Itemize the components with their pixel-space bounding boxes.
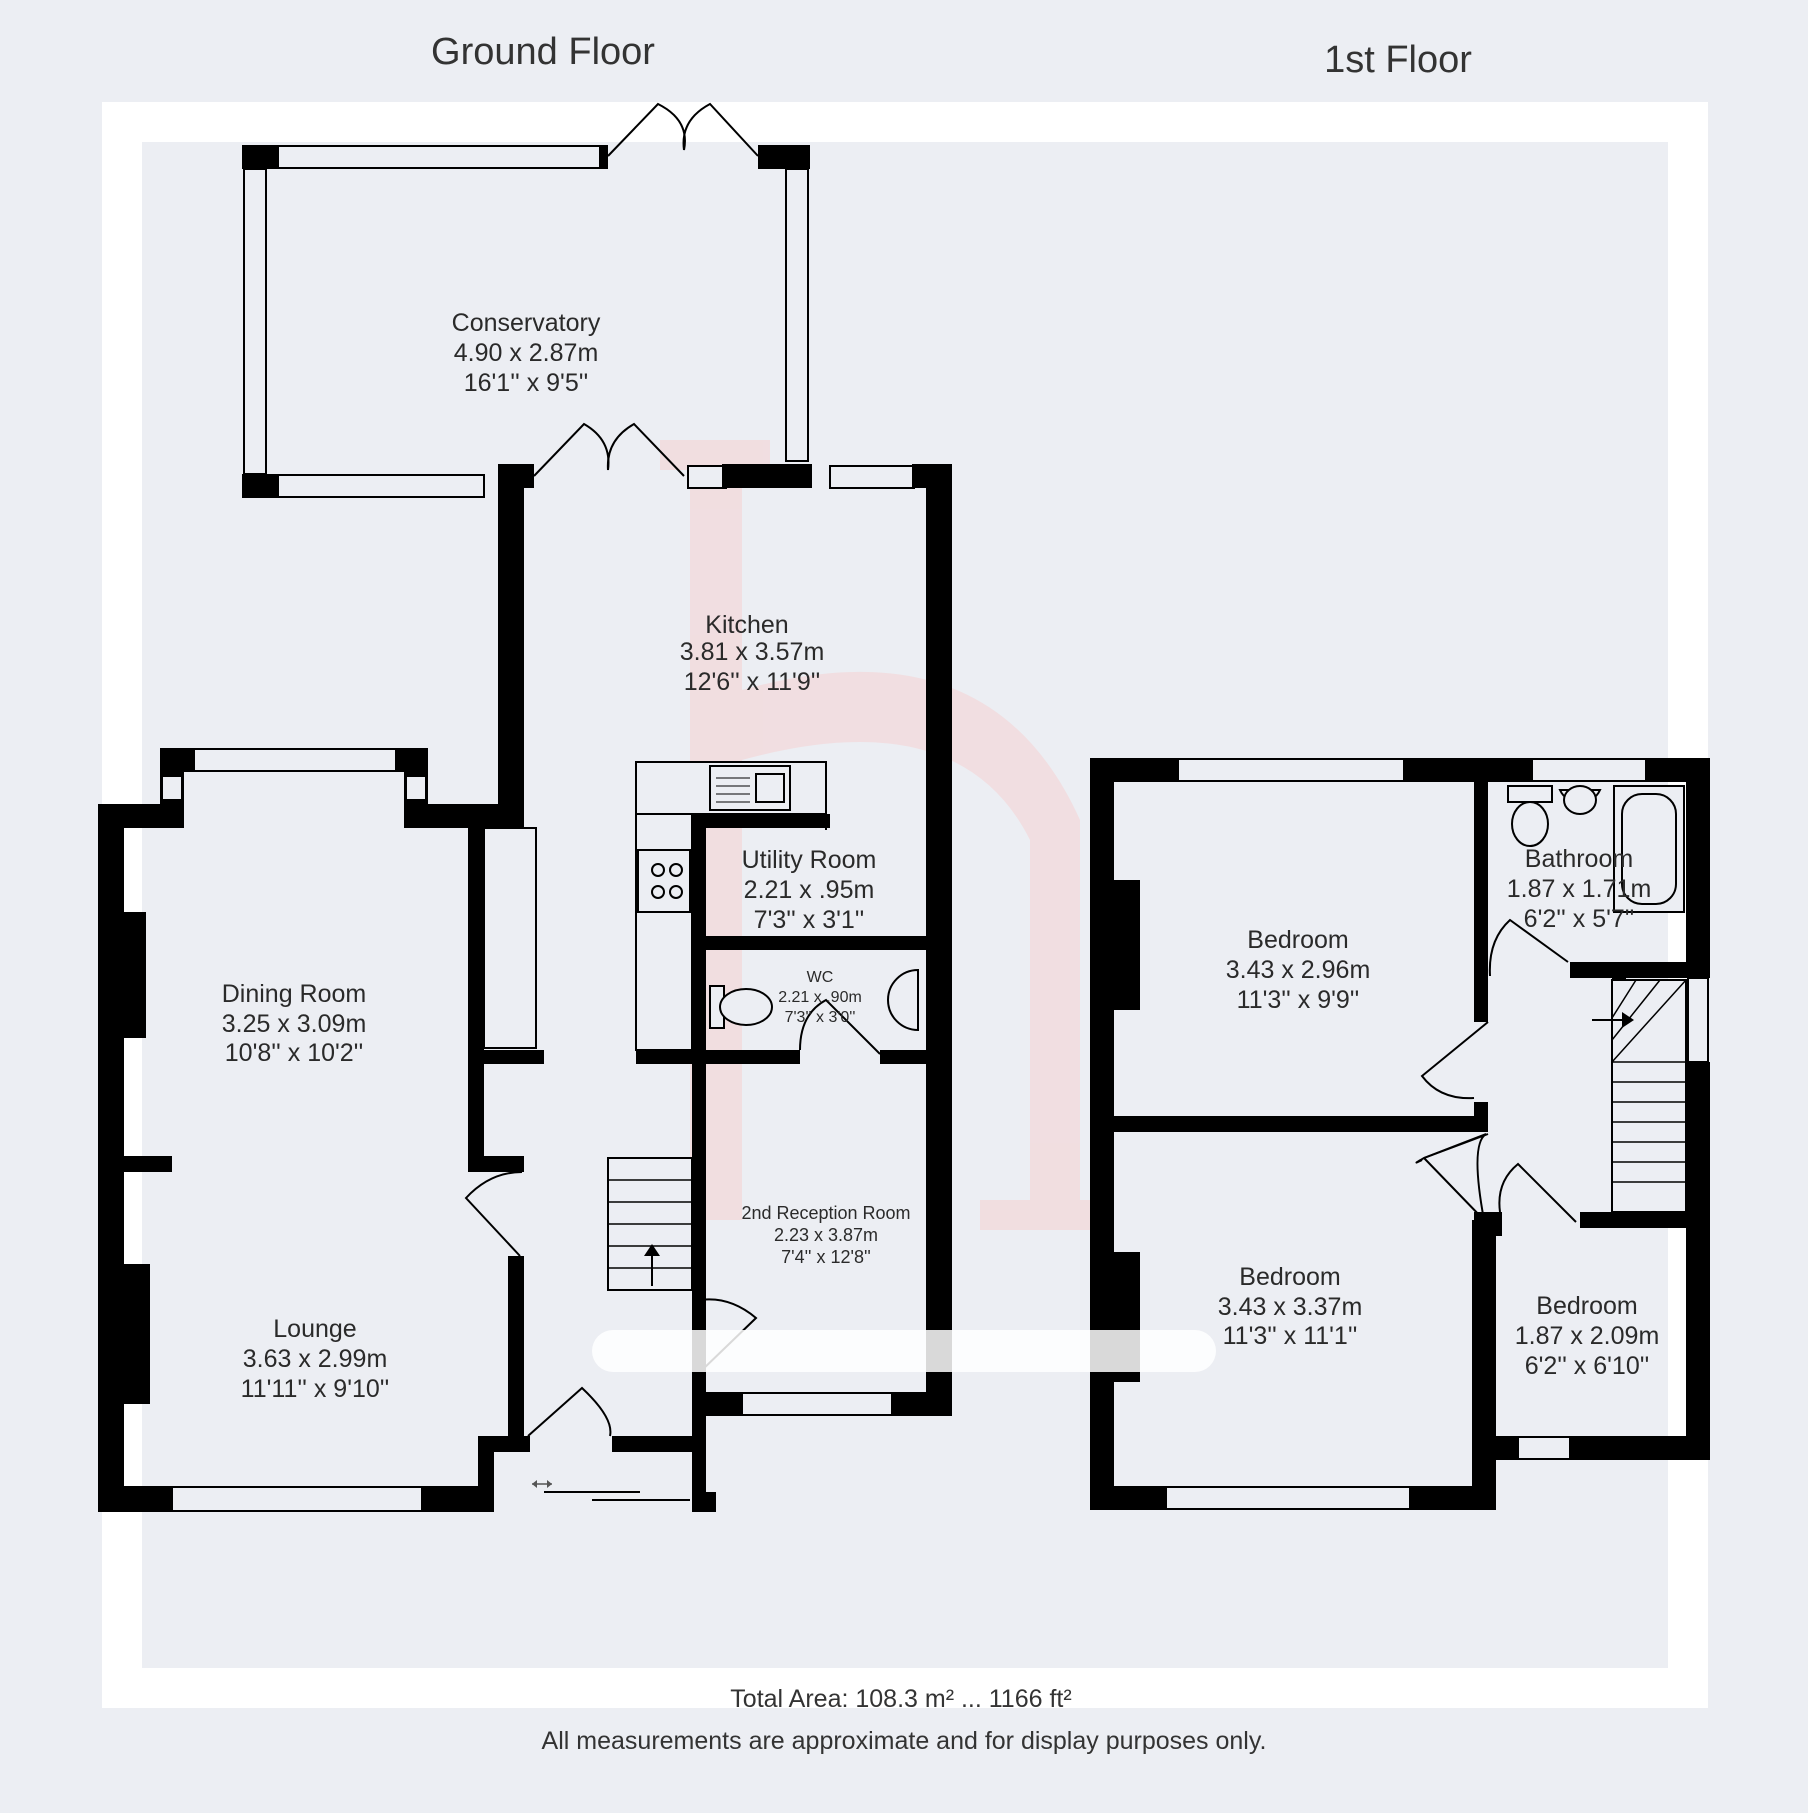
wc-basin	[887, 968, 919, 1032]
svg-text:3.43 x 2.96m: 3.43 x 2.96m	[1226, 956, 1371, 984]
room-2nd-reception: 2nd Reception Room 2.23 x 3.87m 7'4'' x …	[741, 1203, 910, 1267]
bathroom-toilet	[1507, 785, 1553, 803]
arrow-right-icon	[1592, 1012, 1634, 1028]
svg-text:Bathroom: Bathroom	[1525, 845, 1633, 873]
svg-text:11'11'' x 9'10'': 11'11'' x 9'10''	[241, 1375, 390, 1403]
room-utility: Utility Room 2.21 x .95m 7'3'' x 3'1''	[742, 846, 877, 934]
arrow-up-icon	[644, 1244, 660, 1286]
room-bathroom: Bathroom 1.87 x 1.71m 6'2'' x 5'7''	[1507, 845, 1652, 933]
svg-text:11'3'' x 11'1'': 11'3'' x 11'1''	[1223, 1322, 1358, 1350]
first-floor-walls	[1090, 758, 1710, 1510]
svg-text:1.87 x 2.09m: 1.87 x 2.09m	[1515, 1322, 1660, 1350]
svg-text:16'1'' x 9'5'': 16'1'' x 9'5''	[464, 369, 589, 397]
svg-text:3.81 x 3.57m: 3.81 x 3.57m	[680, 638, 825, 666]
svg-text:2.21 x .90m: 2.21 x .90m	[778, 989, 862, 1006]
svg-text:6'2'' x 6'10'': 6'2'' x 6'10''	[1525, 1352, 1650, 1380]
first-floor-title: 1st Floor	[1324, 39, 1472, 81]
ground-floor-fixtures	[532, 765, 919, 1501]
svg-text:Utility Room: Utility Room	[742, 846, 877, 874]
svg-text:7'4'' x 12'8'': 7'4'' x 12'8''	[781, 1247, 871, 1267]
svg-text:Conservatory: Conservatory	[452, 309, 601, 337]
room-bedroom-1: Bedroom 3.43 x 2.96m 11'3'' x 9'9''	[1226, 926, 1371, 1014]
svg-text:6'2'' x 5'7'': 6'2'' x 5'7''	[1524, 905, 1635, 933]
svg-text:11'3'' x 9'9'': 11'3'' x 9'9''	[1237, 986, 1360, 1014]
svg-text:Bedroom: Bedroom	[1247, 926, 1348, 954]
svg-text:Bedroom: Bedroom	[1239, 1263, 1340, 1291]
room-wc: WC 2.21 x .90m 7'3'' x 3'0''	[778, 969, 862, 1026]
room-bedroom-2: Bedroom 3.43 x 3.37m 11'3'' x 11'1''	[1218, 1263, 1363, 1350]
svg-text:Dining Room: Dining Room	[222, 980, 367, 1008]
first-floor-doors	[1415, 918, 1577, 1224]
room-kitchen: Kitchen 3.81 x 3.57m 12'6'' x 11'9''	[680, 611, 825, 696]
svg-text:2.21 x .95m: 2.21 x .95m	[744, 876, 875, 904]
first-floor-fixtures	[1507, 785, 1687, 1213]
svg-text:2.23 x 3.87m: 2.23 x 3.87m	[774, 1225, 878, 1245]
svg-text:10'8'' x 10'2'': 10'8'' x 10'2''	[225, 1039, 363, 1067]
svg-text:WC: WC	[807, 969, 834, 986]
svg-text:Lounge: Lounge	[273, 1315, 356, 1343]
room-dining: Dining Room 3.25 x 3.09m 10'8'' x 10'2''	[222, 980, 367, 1067]
hob	[637, 849, 691, 913]
svg-text:7'3'' x 3'0'': 7'3'' x 3'0''	[785, 1009, 856, 1026]
room-bedroom-3: Bedroom 1.87 x 2.09m 6'2'' x 6'10''	[1515, 1292, 1660, 1380]
svg-text:4.90 x 2.87m: 4.90 x 2.87m	[454, 339, 599, 367]
total-area: Total Area: 108.3 m² ... 1166 ft²	[730, 1685, 1071, 1713]
svg-text:2nd Reception Room: 2nd Reception Room	[741, 1203, 910, 1223]
svg-text:3.25 x 3.09m: 3.25 x 3.09m	[222, 1010, 367, 1038]
svg-text:7'3'' x 3'1'': 7'3'' x 3'1''	[754, 906, 865, 934]
svg-text:3.63 x 2.99m: 3.63 x 2.99m	[243, 1345, 388, 1373]
room-conservatory: Conservatory 4.90 x 2.87m 16'1'' x 9'5''	[452, 309, 601, 397]
svg-text:12'6'' x 11'9'': 12'6'' x 11'9''	[684, 668, 821, 696]
svg-text:1.87 x 1.71m: 1.87 x 1.71m	[1507, 875, 1652, 903]
double-arrow-icon	[532, 1480, 552, 1488]
ground-stairs	[607, 1157, 693, 1291]
ground-floor-doors	[464, 102, 881, 1437]
ground-floor-title: Ground Floor	[431, 31, 655, 73]
disclaimer: All measurements are approximate and for…	[542, 1727, 1267, 1755]
first-stairs	[1592, 979, 1687, 1213]
room-lounge: Lounge 3.63 x 2.99m 11'11'' x 9'10''	[241, 1315, 390, 1403]
svg-text:3.43 x 3.37m: 3.43 x 3.37m	[1218, 1293, 1363, 1321]
svg-text:Kitchen: Kitchen	[705, 611, 788, 639]
overlay-bar	[592, 1330, 1216, 1372]
svg-text:Bedroom: Bedroom	[1536, 1292, 1637, 1320]
